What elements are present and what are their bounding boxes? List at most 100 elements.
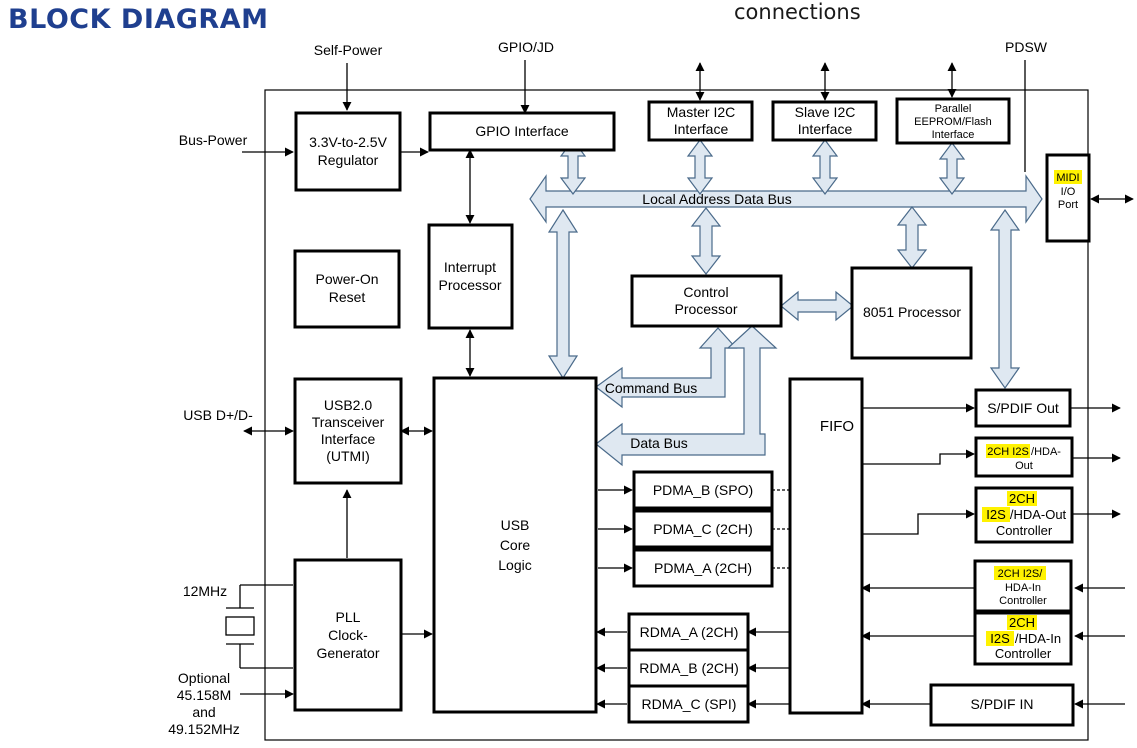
- i2s-hda-out-label-1: /HDA-: [1031, 446, 1061, 458]
- bus-power-label: Bus-Power: [179, 132, 248, 148]
- page-subtitle: connections: [734, 0, 861, 24]
- i2s-in-ctrl-highlight-2: I2S: [990, 631, 1010, 646]
- power-on-reset-block: Power-On Reset: [293, 249, 401, 329]
- data-bus: [595, 325, 778, 467]
- clk-12mhz-label: 12MHz: [183, 583, 227, 599]
- i2s-in-ctrl-label-1: /HDA-In: [1015, 631, 1061, 646]
- optional-label-1: Optional: [178, 670, 230, 686]
- optional-label-3: and: [192, 704, 215, 720]
- interrupt-processor-block: Interrupt Processor: [427, 223, 514, 330]
- usb-core-logic-block: USB Core Logic: [432, 376, 598, 714]
- usb-core-label-3: Logic: [498, 557, 531, 573]
- control-label-1: Control: [683, 284, 728, 300]
- midi-label-2: Port: [1058, 199, 1078, 211]
- usb-core-label-1: USB: [501, 517, 530, 533]
- usb-core-label-2: Core: [500, 537, 531, 553]
- rdma-b-block: RDMA_B (2CH): [627, 648, 750, 688]
- pdma-b-label: PDMA_B (SPO): [653, 482, 753, 498]
- i2s-hda-out-controller-block: 2CH I2S /HDA-Out Controller: [974, 486, 1074, 544]
- pdma-b-block: PDMA_B (SPO): [632, 470, 774, 510]
- i2s-hda-in-label-1: HDA-In: [1005, 582, 1041, 594]
- midi-label-1: I/O: [1061, 186, 1076, 198]
- bus-link-master-i2c: [686, 139, 714, 195]
- usb-transceiver-label-3: Interface: [321, 431, 376, 447]
- pll-label-1: PLL: [336, 609, 361, 625]
- i2s-out-ctrl-label-1: /HDA-Out: [1010, 507, 1067, 522]
- usb-transceiver-label-2: Transceiver: [312, 414, 385, 430]
- bus-link-usb-core: [547, 208, 579, 380]
- bus-link-control: [690, 207, 722, 275]
- interrupt-label-2: Processor: [438, 277, 501, 293]
- eeprom-label-2: EEPROM/Flash: [914, 116, 992, 128]
- pdma-a-label: PDMA_A (2CH): [654, 560, 752, 576]
- i2s-hda-out-highlight: 2CH I2S: [987, 446, 1029, 458]
- i2s-in-ctrl-highlight-1: 2CH: [1009, 615, 1035, 630]
- master-i2c-label-2: Interface: [674, 121, 729, 137]
- local-address-data-bus: [529, 174, 1043, 224]
- pdma-a-block: PDMA_A (2CH): [632, 548, 774, 588]
- power-on-reset-label-1: Power-On: [315, 271, 378, 287]
- rdma-a-label: RDMA_A (2CH): [640, 624, 739, 640]
- master-i2c-block: Master I2C Interface: [647, 100, 754, 142]
- regulator-label-2: Regulator: [318, 152, 379, 168]
- pdma-c-label: PDMA_C (2CH): [653, 521, 753, 537]
- rdma-b-label: RDMA_B (2CH): [639, 660, 739, 676]
- bus-link-spdif: [989, 208, 1021, 390]
- optional-label-4: 49.152MHz: [168, 721, 240, 737]
- rdma-a-block: RDMA_A (2CH): [627, 612, 750, 652]
- pll-label-2: Clock-: [328, 627, 368, 643]
- gpio-interface-block: GPIO Interface: [428, 111, 616, 152]
- usb-transceiver-label-1: USB2.0: [324, 397, 372, 413]
- rdma-c-label: RDMA_C (SPI): [642, 696, 737, 712]
- i2s-hda-in-controller-block: 2CH I2S /HDA-In Controller: [973, 611, 1073, 666]
- fifo-label: FIFO: [820, 418, 854, 435]
- i2s-out-ctrl-label-2: Controller: [996, 523, 1053, 538]
- midi-label-highlight: MIDI: [1056, 172, 1079, 184]
- i2s-hda-out-block: 2CH I2S /HDA- Out: [974, 436, 1074, 478]
- bus-link-slave-i2c: [811, 139, 839, 195]
- bus-link-gpio: [559, 139, 587, 195]
- i2s-in-ctrl-label-2: Controller: [995, 646, 1052, 661]
- optional-label-2: 45.158M: [177, 687, 231, 703]
- processor-8051-block: 8051 Processor: [850, 266, 973, 360]
- slave-i2c-label-1: Slave I2C: [795, 104, 856, 120]
- master-i2c-label-1: Master I2C: [667, 104, 735, 120]
- bus-link-eeprom: [938, 142, 966, 195]
- eeprom-label-3: Interface: [932, 129, 975, 141]
- bus-link-8051: [896, 206, 928, 269]
- pll-label-3: Generator: [316, 645, 379, 661]
- regulator-label-1: 3.3V-to-2.5V: [309, 134, 387, 150]
- i2s-hda-in-block: 2CH I2S/ HDA-In Controller: [973, 559, 1073, 613]
- control-processor-block: Control Processor: [630, 274, 783, 328]
- i2s-hda-in-label-2: Controller: [999, 595, 1047, 607]
- spdif-in-block: S/PDIF IN: [929, 683, 1075, 727]
- midi-port-block: MIDI I/O Port: [1045, 153, 1091, 243]
- i2s-hda-out-label-2: Out: [1015, 460, 1033, 472]
- i2s-out-ctrl-highlight-1: 2CH: [1009, 491, 1035, 506]
- fifo-block: FIFO: [788, 377, 864, 715]
- pll-block: PLL Clock- Generator: [293, 558, 403, 712]
- command-bus-label: Command Bus: [605, 380, 698, 396]
- interrupt-label-1: Interrupt: [444, 259, 496, 275]
- slave-i2c-label-2: Interface: [798, 121, 853, 137]
- usb-transceiver-label-4: (UTMI): [326, 448, 370, 464]
- processor-8051-label: 8051 Processor: [863, 304, 961, 320]
- rdma-c-block: RDMA_C (SPI): [627, 684, 750, 724]
- pdsw-label: PDSW: [1005, 39, 1048, 55]
- command-bus: [594, 327, 738, 409]
- pdma-c-block: PDMA_C (2CH): [632, 509, 774, 549]
- chip-boundary: [264, 89, 1089, 741]
- regulator-block: 3.3V-to-2.5V Regulator: [294, 111, 402, 192]
- power-on-reset-label-2: Reset: [329, 289, 366, 305]
- i2s-hda-in-highlight: 2CH I2S/: [998, 568, 1044, 580]
- gpio-jd-label: GPIO/JD: [498, 39, 554, 55]
- bus-link-control-8051: [780, 290, 854, 322]
- i2s-out-ctrl-highlight-2: I2S: [986, 507, 1006, 522]
- eeprom-label-1: Parallel: [935, 103, 972, 115]
- data-bus-label: Data Bus: [630, 435, 688, 451]
- spdif-out-label: S/PDIF Out: [987, 400, 1059, 416]
- control-label-2: Processor: [674, 301, 737, 317]
- slave-i2c-block: Slave I2C Interface: [771, 100, 878, 142]
- crystal-icon: [225, 584, 293, 669]
